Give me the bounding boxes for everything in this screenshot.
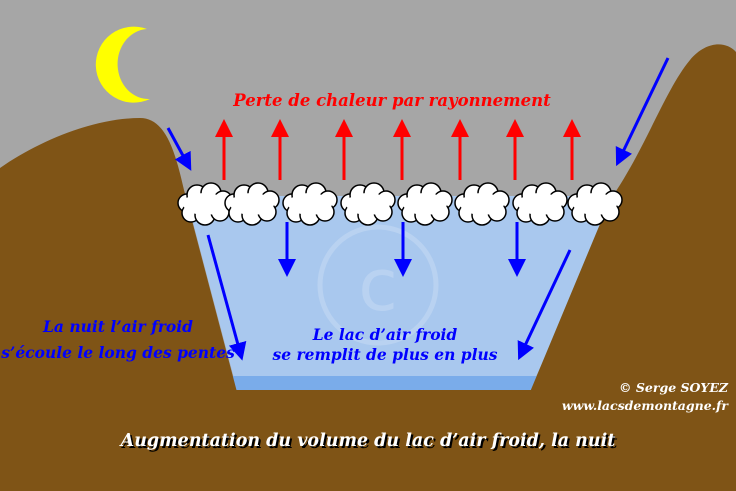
credit-line1: © Serge SOYEZ — [619, 380, 729, 395]
lake-label-line2: se remplit de plus en plus — [272, 345, 497, 364]
radiation-label: Perte de chaleur par rayonnement — [232, 91, 551, 110]
credit-line2: www.lacsdemontagne.fr — [562, 398, 730, 413]
slope-label-line1: La nuit l’air froid — [42, 317, 193, 336]
lake-floor — [232, 376, 537, 392]
caption: Augmentation du volume du lac d’air froi… — [119, 431, 616, 451]
svg-text:c: c — [358, 243, 398, 327]
lake-label-line1: Le lac d’air froid — [312, 325, 458, 344]
slope-label-line2: s’écoule le long des pentes — [1, 343, 235, 362]
